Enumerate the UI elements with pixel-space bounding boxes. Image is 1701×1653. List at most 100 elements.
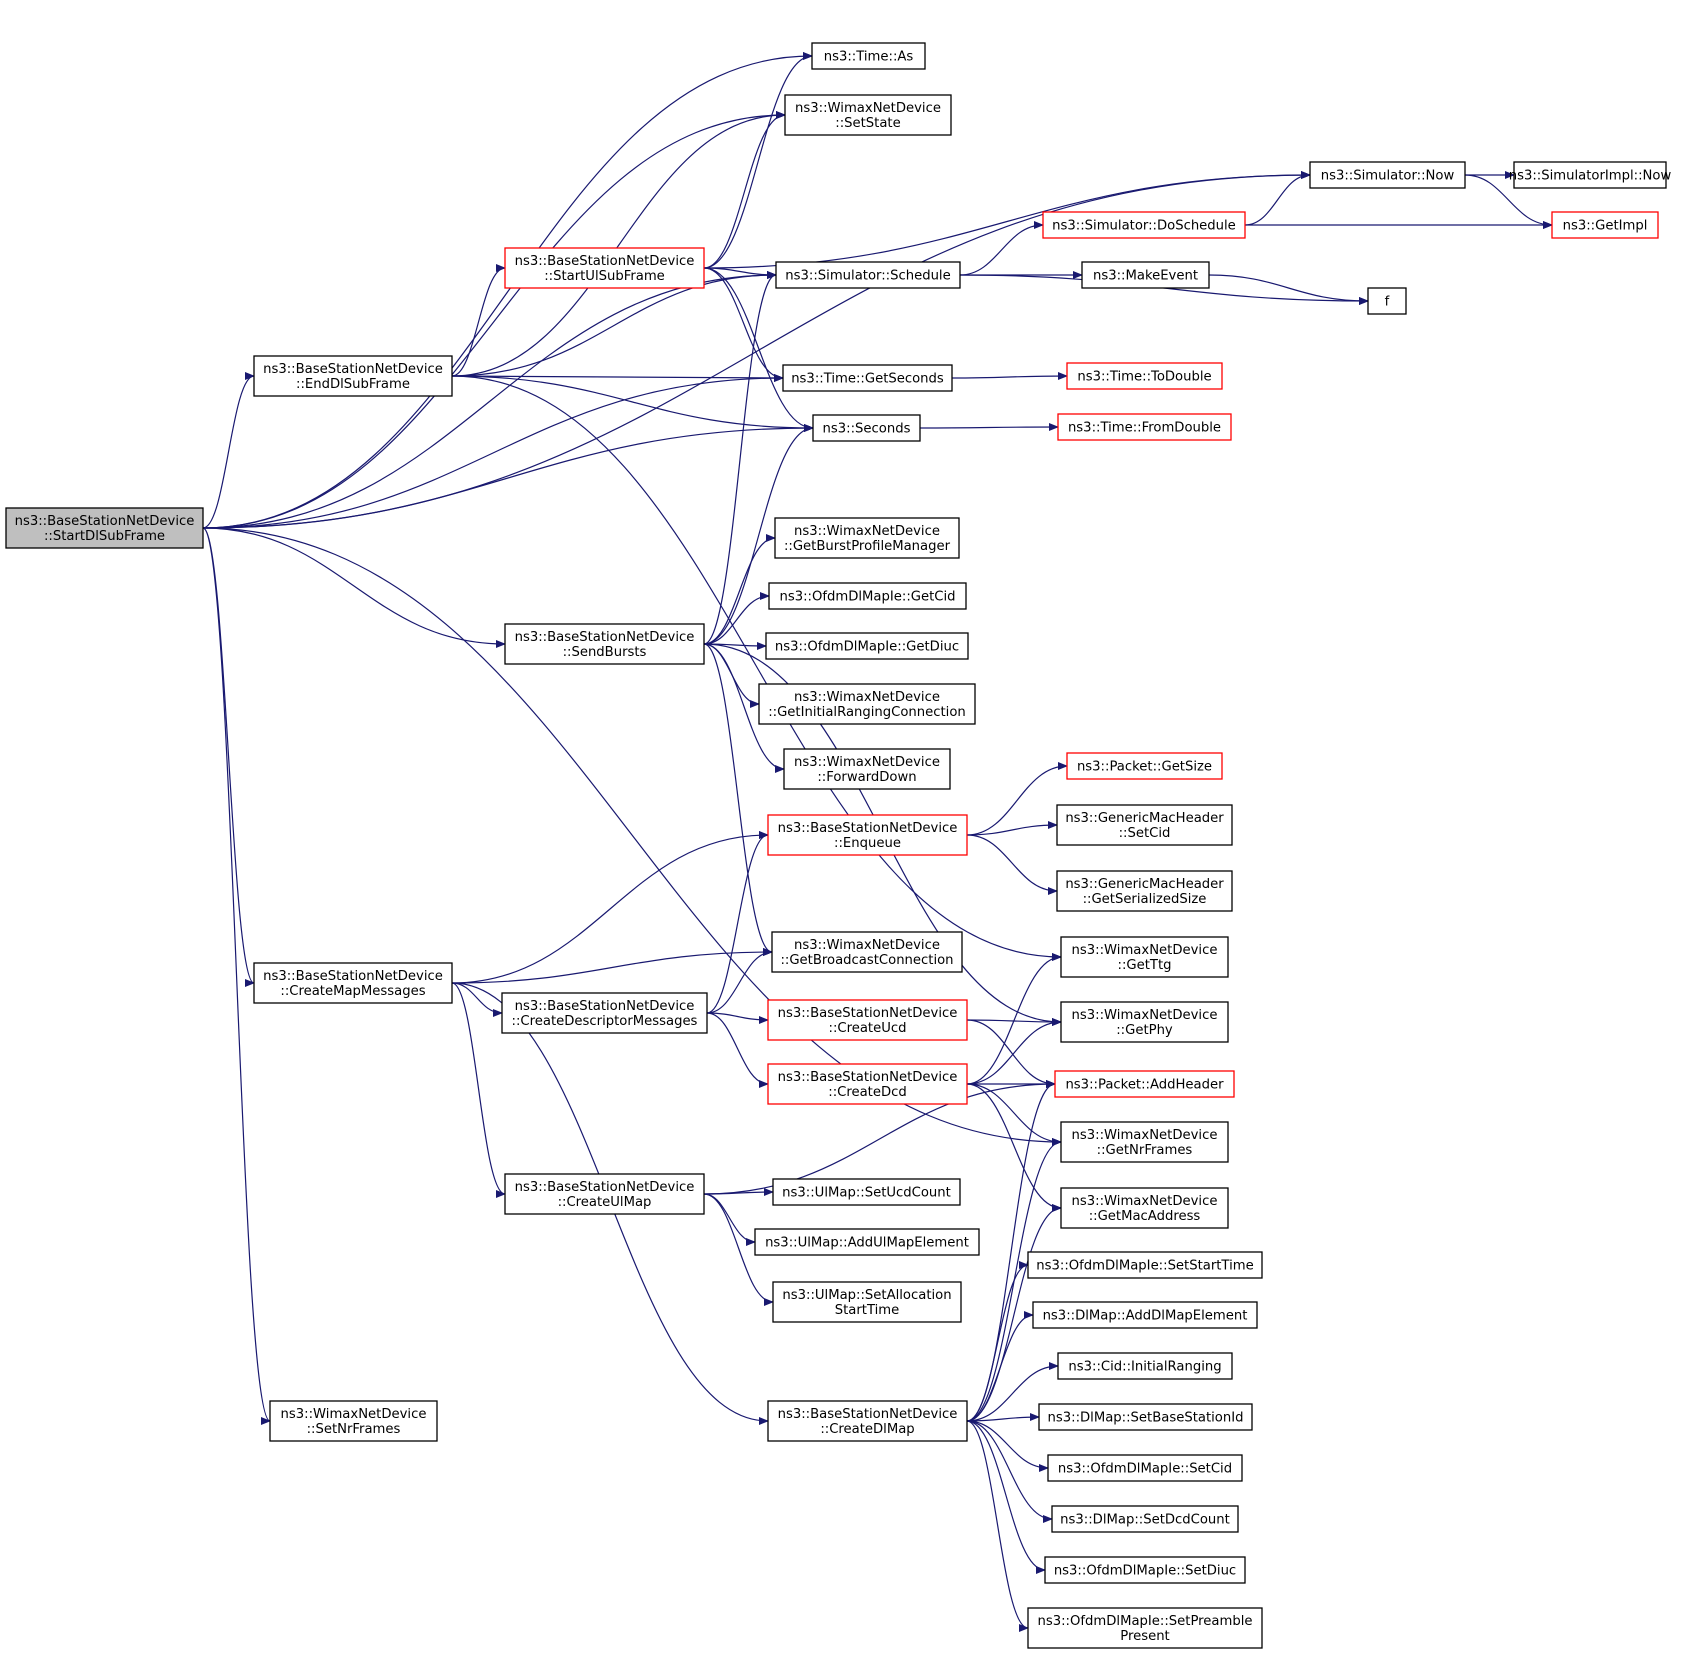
node-setnrframes[interactable]: ns3::WimaxNetDevice::SetNrFrames [269,1400,438,1442]
node-getphy[interactable]: ns3::WimaxNetDevice::GetPhy [1060,1001,1229,1043]
node-label: ns3::GenericMacHeader [1065,811,1224,826]
node-macserial[interactable]: ns3::GenericMacHeader::GetSerializedSize [1056,870,1233,912]
node-getbroadcast[interactable]: ns3::WimaxNetDevice::GetBroadcastConnect… [771,931,963,973]
node-label: ::SetNrFrames [307,1422,401,1437]
node-createucd[interactable]: ns3::BaseStationNetDevice::CreateUcd [767,999,968,1041]
node-box [1513,161,1667,189]
node-createdcd[interactable]: ns3::BaseStationNetDevice::CreateDcd [767,1063,968,1105]
node-setdcdcount[interactable]: ns3::DlMap::SetDcdCount [1051,1505,1239,1533]
edge-createulmap-to-setucdcount [703,1188,774,1197]
node-box [1367,287,1407,315]
node-label: f [1385,295,1390,310]
edge-startul-to-getseconds [703,267,784,382]
node-box [784,94,952,136]
edge-createdlmap-to-setstarttime [966,1261,1029,1422]
node-box [1042,211,1246,239]
node-label: ns3::Simulator::Now [1321,169,1455,184]
node-setstarttime[interactable]: ns3::OfdmDlMapIe::SetStartTime [1027,1251,1263,1279]
node-simnow[interactable]: ns3::Simulator::Now [1309,161,1466,189]
node-box [1081,261,1210,289]
node-macsetcid[interactable]: ns3::GenericMacHeader::SetCid [1056,804,1233,846]
node-label: ns3::WimaxNetDevice [1072,1194,1218,1209]
node-sendbursts[interactable]: ns3::BaseStationNetDevice::SendBursts [504,623,705,665]
edge-createucd-to-addheader [966,1019,1056,1088]
edge-startdl-to-schedule [202,271,777,529]
node-packetsize[interactable]: ns3::Packet::GetSize [1066,752,1223,780]
node-label: ns3::Packet::AddHeader [1065,1078,1224,1093]
node-box [1066,752,1223,780]
edge-createdesc-to-getbroadcast [706,948,773,1014]
node-box [1051,1505,1239,1533]
edge-startdl-to-seconds [202,424,814,529]
node-label: ns3::UlMap::SetAllocation [782,1288,951,1303]
node-setstate[interactable]: ns3::WimaxNetDevice::SetState [784,94,952,136]
node-startul[interactable]: ns3::BaseStationNetDevice::StartUlSubFra… [504,247,705,289]
node-enddl[interactable]: ns3::BaseStationNetDevice::EndDlSubFrame [253,355,453,397]
edge-seconds-to-fromdouble [919,423,1059,432]
node-label: ns3::WimaxNetDevice [794,938,940,953]
edge-createulmap-to-addheader [703,1080,1056,1195]
node-label: ns3::BaseStationNetDevice [778,1407,958,1422]
node-schedule[interactable]: ns3::Simulator::Schedule [775,261,961,289]
node-getdiuc[interactable]: ns3::OfdmDlMapIe::GetDiuc [765,632,969,660]
node-createdesc[interactable]: ns3::BaseStationNetDevice::CreateDescrip… [501,992,708,1034]
node-timeas[interactable]: ns3::Time::As [811,42,926,70]
node-getseconds[interactable]: ns3::Time::GetSeconds [782,364,953,392]
node-label: ns3::Time::GetSeconds [791,372,944,387]
node-getnrframes[interactable]: ns3::WimaxNetDevice::GetNrFrames [1060,1121,1229,1163]
node-addheader[interactable]: ns3::Packet::AddHeader [1054,1070,1235,1098]
node-enqueue[interactable]: ns3::BaseStationNetDevice::Enqueue [767,814,968,856]
edge-createmap-to-createdesc [451,982,503,1017]
node-getimpl[interactable]: ns3::GetImpl [1551,211,1659,239]
node-label: ::GetPhy [1116,1023,1173,1038]
node-getinitial[interactable]: ns3::WimaxNetDevice::GetInitialRangingCo… [758,683,976,725]
node-label: ::GetMacAddress [1089,1209,1201,1224]
node-makeevent[interactable]: ns3::MakeEvent [1081,261,1210,289]
node-createmap[interactable]: ns3::BaseStationNetDevice::CreateMapMess… [253,962,453,1004]
edge-sendbursts-to-getcid [703,592,770,645]
edge-getseconds-to-todouble [951,372,1068,381]
node-simimplnow[interactable]: ns3::SimulatorImpl::Now [1509,161,1672,189]
node-label: ns3::GetImpl [1563,219,1648,234]
node-getttg[interactable]: ns3::WimaxNetDevice::GetTtg [1060,936,1229,978]
node-label: ::GetBroadcastConnection [780,953,953,968]
node-doschedule[interactable]: ns3::Simulator::DoSchedule [1042,211,1246,239]
edge-createdcd-to-getttg [966,953,1062,1085]
node-adddlmap[interactable]: ns3::DlMap::AddDlMapElement [1032,1301,1258,1329]
edge-startul-to-seconds [703,267,814,432]
node-getmac[interactable]: ns3::WimaxNetDevice::GetMacAddress [1060,1187,1229,1229]
node-seconds[interactable]: ns3::Seconds [812,414,921,442]
node-label: ns3::BaseStationNetDevice [515,630,695,645]
node-addulmap[interactable]: ns3::UlMap::AddUlMapElement [754,1228,980,1256]
node-label: ns3::WimaxNetDevice [1072,1128,1218,1143]
node-box [774,517,960,559]
node-label: ns3::Seconds [823,422,911,437]
node-forwarddown[interactable]: ns3::WimaxNetDevice::ForwardDown [783,748,951,790]
node-createulmap[interactable]: ns3::BaseStationNetDevice::CreateUlMap [504,1173,705,1215]
node-setcid[interactable]: ns3::OfdmDlMapIe::SetCid [1047,1454,1243,1482]
node-todouble[interactable]: ns3::Time::ToDouble [1066,362,1223,390]
node-label: ns3::WimaxNetDevice [794,690,940,705]
node-fromdouble[interactable]: ns3::Time::FromDouble [1057,413,1232,441]
node-setbsid[interactable]: ns3::DlMap::SetBaseStationId [1038,1403,1253,1431]
node-createdlmap[interactable]: ns3::BaseStationNetDevice::CreateDlMap [767,1400,968,1442]
edge-enqueue-to-macserial [966,834,1058,895]
edge-createdlmap-to-setdiuc [966,1420,1046,1574]
node-setdiuc[interactable]: ns3::OfdmDlMapIe::SetDiuc [1044,1556,1246,1584]
node-label: ns3::OfdmDlMapIe::GetCid [779,590,955,605]
node-setucdcount[interactable]: ns3::UlMap::SetUcdCount [772,1178,961,1206]
edge-createdlmap-to-initialranging [966,1362,1059,1422]
node-getcid[interactable]: ns3::OfdmDlMapIe::GetCid [768,582,967,610]
node-getburst[interactable]: ns3::WimaxNetDevice::GetBurstProfileMana… [774,517,960,559]
edge-schedule-to-doschedule [959,221,1044,276]
node-box [782,364,953,392]
node-f[interactable]: f [1367,287,1407,315]
node-box [1060,1187,1229,1229]
node-box [1056,870,1233,912]
node-label: ns3::WimaxNetDevice [794,524,940,539]
node-initialranging[interactable]: ns3::Cid::InitialRanging [1057,1352,1233,1380]
node-startdl[interactable]: ns3::BaseStationNetDevice::StartDlSubFra… [5,507,204,549]
